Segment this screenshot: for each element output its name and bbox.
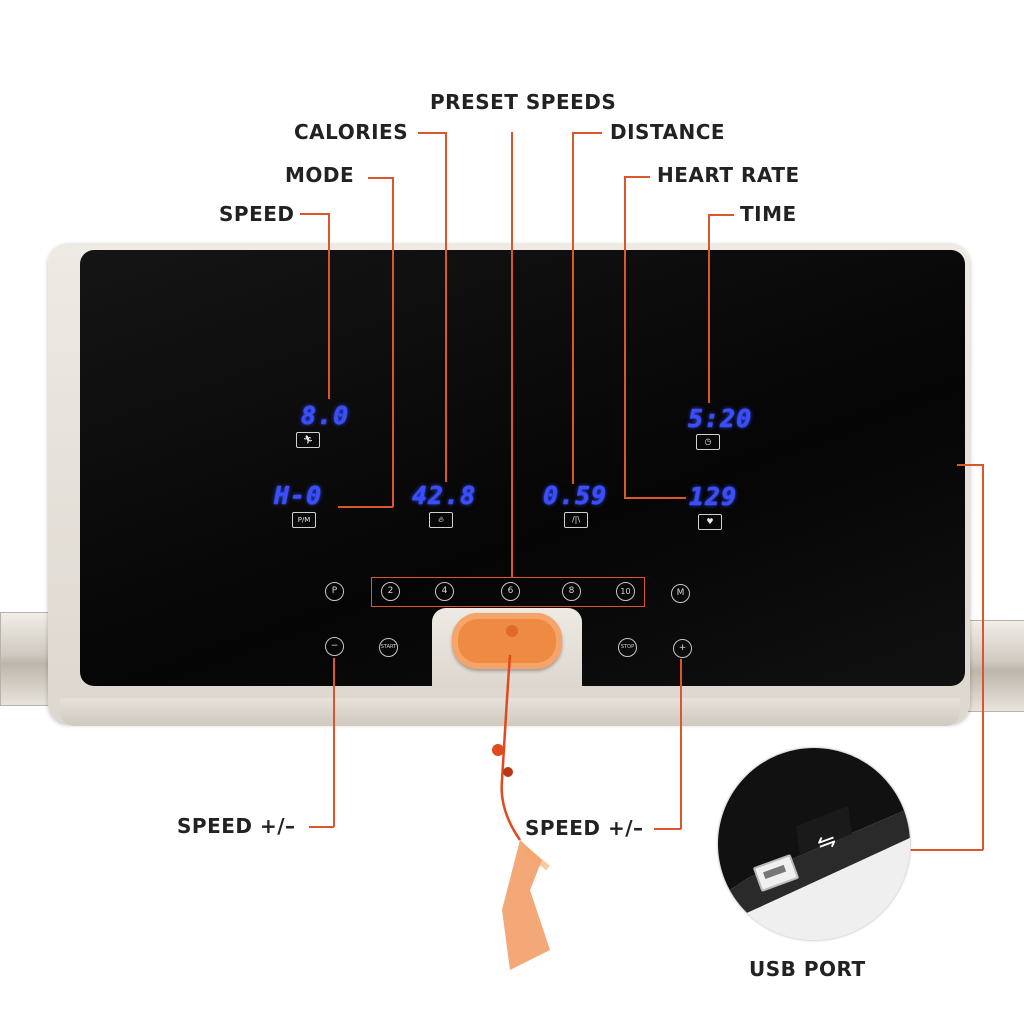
leader-heart-h: [624, 176, 650, 178]
stop-button[interactable]: STOP: [618, 638, 637, 657]
leader-preset-v: [511, 132, 513, 577]
mode-readout: H-0: [274, 481, 323, 510]
preset-2-button[interactable]: 2: [381, 582, 400, 601]
leader-distance-h: [572, 132, 602, 134]
runner-icon: 🏃︎: [296, 432, 320, 448]
leader-time-h: [708, 214, 734, 216]
leader-distance-v: [572, 132, 574, 484]
callout-speed-minus: SPEED +/–: [177, 814, 296, 838]
leader-mode-v: [392, 177, 394, 507]
leader-speed-h: [300, 213, 329, 215]
callout-speed: SPEED: [219, 202, 295, 226]
leader-usb-v: [982, 464, 984, 850]
safety-lanyard[interactable]: [480, 650, 570, 1010]
callout-heart-rate: HEART RATE: [657, 163, 800, 187]
safety-key[interactable]: [452, 613, 562, 669]
leader-speed-minus-v: [333, 658, 335, 827]
safety-key-clip: [506, 625, 518, 637]
leader-speed-plus-h: [654, 828, 681, 830]
road-icon: /|\: [564, 512, 588, 528]
leader-speed-v: [328, 213, 330, 399]
speed-readout: 8.0: [301, 401, 350, 430]
pm-icon: P/M: [292, 512, 316, 528]
start-button[interactable]: START: [379, 638, 398, 657]
time-readout: 5:20: [688, 404, 753, 433]
callout-time: TIME: [740, 202, 797, 226]
mode-button[interactable]: M: [671, 584, 690, 603]
clock-icon: ◷: [696, 434, 720, 450]
heart-icon: ♥: [698, 514, 722, 530]
usb-port-housing: [718, 748, 910, 940]
callout-preset-speeds: PRESET SPEEDS: [430, 90, 617, 114]
callout-distance: DISTANCE: [610, 120, 726, 144]
console-frame-lower: [60, 698, 960, 726]
leader-heart-h2: [624, 497, 686, 499]
leader-heart-v: [624, 176, 626, 498]
callout-speed-plus: SPEED +/–: [525, 816, 644, 840]
speed-plus-button[interactable]: +: [673, 639, 692, 658]
safety-key-dock: [432, 608, 582, 688]
preset-10-button[interactable]: 10: [616, 582, 635, 601]
distance-readout: 0.59: [543, 481, 608, 510]
callout-usb-port: USB PORT: [749, 957, 866, 981]
leader-calories-h: [418, 132, 446, 134]
preset-6-button[interactable]: 6: [501, 582, 520, 601]
leader-speed-plus-v: [680, 659, 682, 829]
calories-readout: 42.8: [412, 481, 477, 510]
heart-rate-readout: 129: [689, 482, 738, 511]
leader-time-v: [708, 214, 710, 403]
usb-port-zoom: ⇋: [717, 747, 911, 941]
leader-speed-minus-h: [309, 826, 334, 828]
leader-mode-h2: [338, 506, 393, 508]
callout-calories: CALORIES: [294, 120, 409, 144]
leader-usb-h: [957, 464, 983, 466]
leader-calories-v: [445, 132, 447, 482]
preset-4-button[interactable]: 4: [435, 582, 454, 601]
leader-mode-h: [368, 177, 393, 179]
preset-8-button[interactable]: 8: [562, 582, 581, 601]
program-button[interactable]: P: [325, 582, 344, 601]
speed-minus-button[interactable]: −: [325, 637, 344, 656]
callout-mode: MODE: [285, 163, 355, 187]
flame-icon: 🔥︎: [429, 512, 453, 528]
leader-usb-h2: [908, 849, 983, 851]
preset-speeds-highlight: [371, 577, 645, 607]
